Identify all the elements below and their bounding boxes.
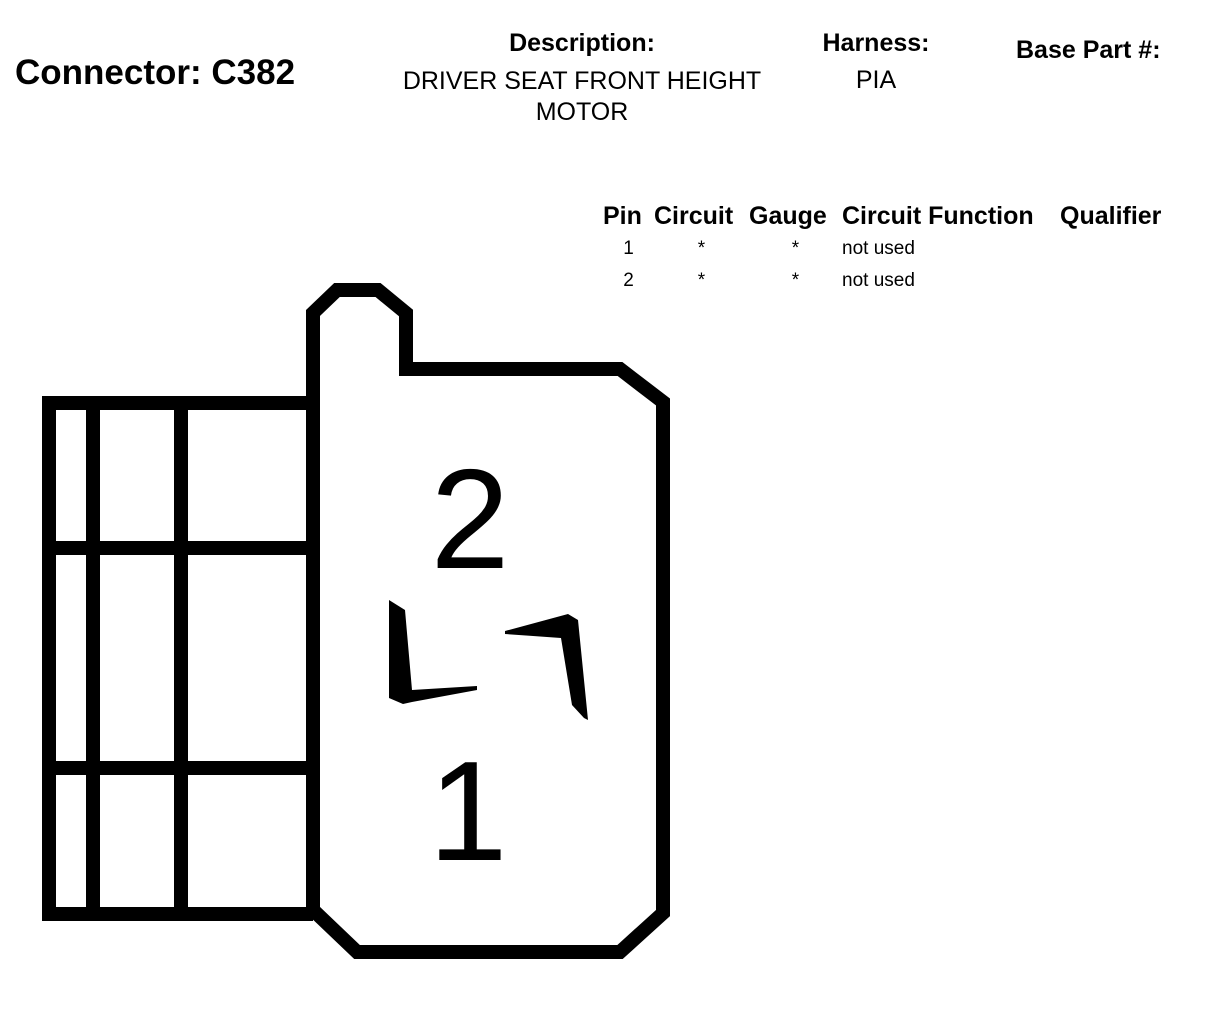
pin-cell: 1 [623, 238, 634, 259]
qualifier-header: Qualifier [1060, 201, 1162, 230]
pin-table-header-row: Pin Circuit Gauge Circuit Function Quali… [603, 199, 1168, 233]
circuit-cell: * [697, 270, 706, 291]
base-part-label: Base Part #: [1016, 36, 1161, 64]
circuit-header: Circuit [654, 201, 734, 230]
description-value: DRIVER SEAT FRONT HEIGHT MOTOR [402, 67, 762, 126]
keying-marks [389, 600, 588, 720]
circuit-cell: * [697, 238, 706, 259]
connector-title: Connector: C382 [15, 53, 296, 92]
description-label: Description: [509, 29, 655, 57]
circuit-function-cell: not used [842, 270, 915, 291]
wire-grid [49, 403, 313, 914]
gauge-header: Gauge [749, 201, 827, 230]
gauge-cell: * [791, 238, 800, 259]
circuit-function-header: Circuit Function [842, 201, 1034, 230]
table-row: 1 * * not used [603, 233, 1168, 265]
harness-label: Harness: [822, 29, 930, 57]
gauge-cell: * [791, 270, 800, 291]
table-row: 2 * * not used [603, 265, 1168, 297]
pin-2-label: 2 [431, 440, 510, 599]
key-mark-right [505, 614, 588, 720]
connector-body [306, 283, 670, 959]
pin-table: Pin Circuit Gauge Circuit Function Quali… [603, 199, 1168, 297]
pin-1-label: 1 [429, 732, 508, 891]
harness-value: PIA [855, 66, 897, 94]
key-mark-left [389, 600, 477, 704]
pin-cell: 2 [623, 270, 634, 291]
pin-header: Pin [603, 201, 642, 230]
circuit-function-cell: not used [842, 238, 915, 259]
